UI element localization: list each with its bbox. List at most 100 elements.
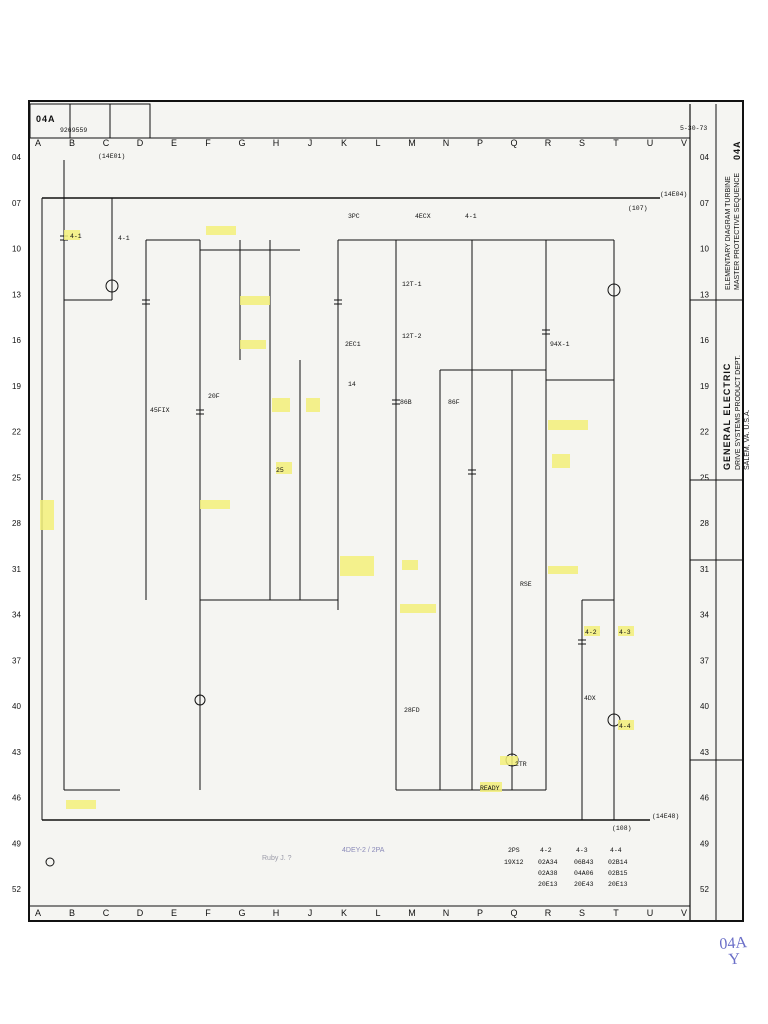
column-label: M [408, 138, 416, 148]
column-label: H [273, 138, 280, 148]
table-cell: 20E13 [608, 881, 628, 888]
label-86f: 86F [448, 399, 460, 406]
column-label: D [137, 908, 144, 918]
label-3pc: 3PC [348, 213, 360, 220]
table-cell: 02A34 [538, 859, 558, 866]
row-label: 16 [700, 336, 709, 345]
row-label: 25 [12, 473, 21, 482]
row-label: 37 [12, 656, 21, 665]
row-label: 19 [700, 382, 709, 391]
column-label: B [69, 908, 75, 918]
row-label: 34 [700, 611, 709, 620]
row-label: 28 [700, 519, 709, 528]
row-label: 31 [700, 565, 709, 574]
column-label: Q [510, 138, 517, 148]
column-label: S [579, 908, 585, 918]
column-label: S [579, 138, 585, 148]
label-86b: 86B [400, 399, 412, 406]
bus-label-107: (107) [628, 205, 648, 212]
label-94x-1: 94X-1 [550, 341, 570, 348]
label-4-3: 4-3 [619, 629, 631, 636]
location: SALEM, VA. U.S.A. [744, 409, 751, 470]
column-label: E [171, 138, 177, 148]
column-label: K [341, 138, 347, 148]
sheet-code-top: 04A [36, 114, 56, 124]
label-14: 14 [348, 381, 356, 388]
column-label: K [341, 908, 347, 918]
row-label: 22 [700, 428, 709, 437]
row-label: 43 [12, 748, 21, 757]
column-label: A [35, 138, 41, 148]
column-label: U [647, 138, 654, 148]
row-label: 10 [700, 245, 709, 254]
column-label: G [238, 908, 245, 918]
row-label: 37 [700, 656, 709, 665]
table-cell: 02A38 [538, 870, 558, 877]
row-label: 43 [700, 748, 709, 757]
label-4ecx: 4ECX [415, 213, 431, 220]
label-12t-1: 12T-1 [402, 281, 422, 288]
title-sheet-code: 04A [732, 140, 742, 160]
label-2tr: 2TR [515, 761, 527, 768]
row-label: 22 [12, 428, 21, 437]
row-label: 13 [700, 290, 709, 299]
revision-date: 5-30-73 [680, 125, 707, 132]
table-cell: 20E13 [538, 881, 558, 888]
title-line-1: ELEMENTARY DIAGRAM TURBINE [725, 176, 732, 290]
column-label: R [545, 908, 552, 918]
handwritten-stamp: 04A Y [719, 934, 749, 969]
row-label: 52 [12, 885, 21, 894]
handwritten-note: 4DEY-2 / 2PA [342, 847, 385, 854]
table-cell: 19X12 [504, 859, 524, 866]
column-label: U [647, 908, 654, 918]
row-label: 49 [12, 839, 21, 848]
label-4-1-c: 4-1 [465, 213, 477, 220]
department: DRIVE SYSTEMS PRODUCT DEPT. [735, 355, 742, 470]
column-label: G [238, 138, 245, 148]
stamp-line-2: Y [727, 950, 741, 969]
column-label: M [408, 908, 416, 918]
column-label: T [613, 908, 619, 918]
column-label: B [69, 138, 75, 148]
column-label: J [308, 138, 313, 148]
table-header: 4-3 [576, 847, 588, 854]
column-label: Q [510, 908, 517, 918]
label-28fd: 28FD [404, 707, 420, 714]
table-cell: 20E43 [574, 881, 594, 888]
row-label: 16 [12, 336, 21, 345]
column-label: P [477, 908, 483, 918]
row-label: 10 [12, 245, 21, 254]
row-label: 40 [12, 702, 21, 711]
drawing-sheet [28, 100, 744, 922]
column-label: P [477, 138, 483, 148]
column-label: F [205, 908, 211, 918]
label-20f: 20F [208, 393, 220, 400]
label-4-4: 4-4 [619, 723, 631, 730]
header-box [29, 103, 151, 139]
table-cell: 06B43 [574, 859, 594, 866]
bus-label-14e04: (14E04) [660, 191, 687, 198]
column-label: L [375, 138, 380, 148]
row-label: 04 [700, 153, 709, 162]
column-label: V [681, 908, 687, 918]
row-label: 07 [12, 199, 21, 208]
label-4dx: 4DX [584, 695, 596, 702]
row-label: 13 [12, 290, 21, 299]
row-label: 19 [12, 382, 21, 391]
row-label: 07 [700, 199, 709, 208]
bus-label-14e01: (14E01) [98, 153, 125, 160]
row-label: 40 [700, 702, 709, 711]
drawing-number: 9269559 [60, 127, 87, 134]
column-label: N [443, 908, 450, 918]
table-header: 2PS [508, 847, 520, 854]
handwritten-signature: Ruby J. ? [262, 855, 292, 862]
label-45fix: 45FIX [150, 407, 170, 414]
row-label: 52 [700, 885, 709, 894]
label-12t-2: 12T-2 [402, 333, 422, 340]
column-label: T [613, 138, 619, 148]
label-2ec1: 2EC1 [345, 341, 361, 348]
